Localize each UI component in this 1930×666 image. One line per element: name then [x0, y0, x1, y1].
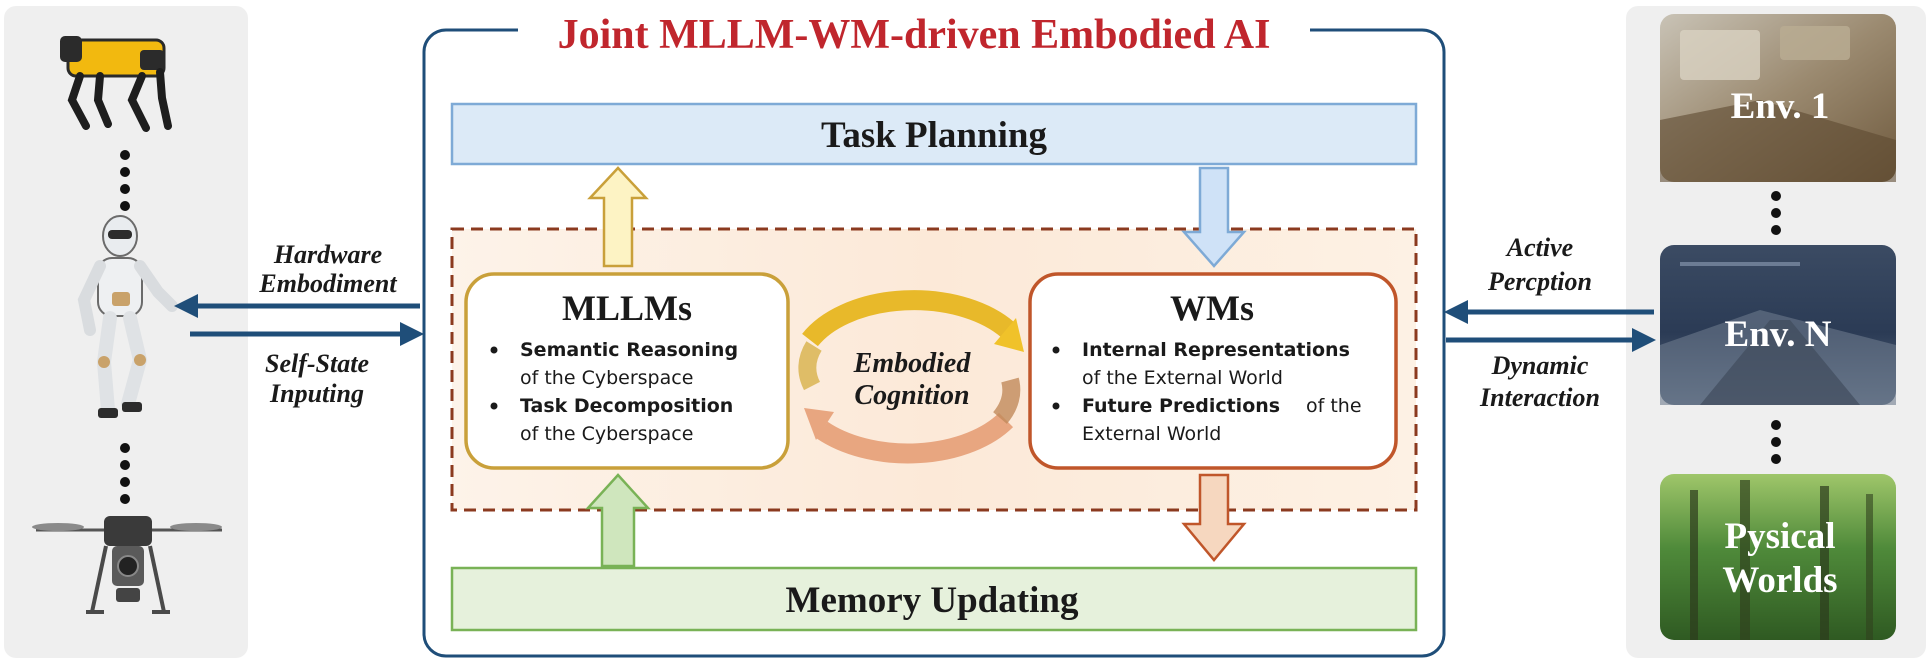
humanoid-robot-icon — [77, 215, 178, 418]
env1-picture — [1660, 14, 1896, 182]
embodied-cognition-line2: Cognition — [854, 380, 969, 411]
wm-item2-rest-inline: of the — [1306, 395, 1362, 417]
quadruped-robot-icon — [60, 36, 172, 132]
wm-item2-rest: External World — [1082, 423, 1221, 445]
hardware-label-line2: Embodiment — [258, 269, 397, 298]
self-state-label-line1: Self-State — [265, 349, 369, 378]
mllm-title: MLLMs — [562, 288, 692, 328]
wm-item2-bold: Future Predictions — [1082, 395, 1280, 417]
dynamic-label-line1: Dynamic — [1491, 351, 1589, 380]
mllm-item2-bold: Task Decomposition — [520, 395, 733, 417]
mllm-item1-bold: Semantic Reasoning — [520, 339, 738, 361]
page-title: Joint MLLM-WM-driven Embodied AI — [558, 12, 1271, 58]
wm-to-memory-arrow — [1181, 473, 1247, 562]
dynamic-interaction-arrow — [1446, 328, 1656, 352]
dynamic-label-line2: Interaction — [1479, 383, 1600, 412]
envn-picture — [1660, 245, 1896, 405]
physical-world-picture — [1660, 474, 1896, 640]
memory-to-mllm-arrow — [585, 473, 651, 568]
mllm-bullet-1: Semantic Reasoning of the Cyberspace — [490, 339, 738, 389]
left-dots-top — [120, 150, 130, 211]
cognition-cycle-icon — [798, 290, 1024, 464]
wm-item1-bold: Internal Representations — [1082, 339, 1350, 361]
hardware-label-line1: Hardware — [273, 240, 382, 269]
mllm-bullet-2: Task Decomposition of the Cyberspace — [490, 395, 733, 445]
right-dots-bottom — [1771, 420, 1781, 464]
wm-bullet-2: Future Predictions of the External World — [1052, 395, 1362, 445]
self-state-label-line2: Inputing — [269, 379, 364, 408]
memory-updating-label: Memory Updating — [786, 580, 1079, 621]
wm-box — [1028, 272, 1398, 470]
mllm-box — [464, 272, 790, 470]
physical-label-line2: Worlds — [1722, 560, 1837, 601]
embodied-cognition-line1: Embodied — [853, 348, 972, 379]
drone-icon — [32, 516, 222, 614]
wm-bullet-1: Internal Representations of the External… — [1052, 339, 1350, 389]
physical-label-line1: Pysical — [1725, 516, 1836, 557]
left-dots-bottom — [120, 443, 130, 504]
task-planning-bar — [450, 102, 1418, 166]
right-dots-top — [1771, 191, 1781, 235]
envn-label: Env. N — [1725, 314, 1832, 355]
mllm-to-task-arrow — [587, 166, 649, 268]
memory-updating-bar — [450, 566, 1418, 632]
task-planning-label: Task Planning — [821, 115, 1047, 156]
active-perception-arrow — [1444, 300, 1654, 324]
env1-label: Env. 1 — [1731, 86, 1830, 127]
mllm-item1-rest: of the Cyberspace — [520, 367, 693, 389]
task-to-wm-arrow — [1181, 166, 1247, 268]
mllm-item2-rest: of the Cyberspace — [520, 423, 693, 445]
hardware-embodiment-arrow — [174, 294, 420, 318]
active-label-line2: Percption — [1487, 267, 1592, 296]
embodiment-panel — [4, 6, 248, 658]
wm-title: WMs — [1170, 288, 1254, 328]
wm-item1-rest: of the External World — [1082, 367, 1283, 389]
self-state-arrow — [190, 322, 424, 346]
active-label-line1: Active — [1505, 233, 1573, 262]
